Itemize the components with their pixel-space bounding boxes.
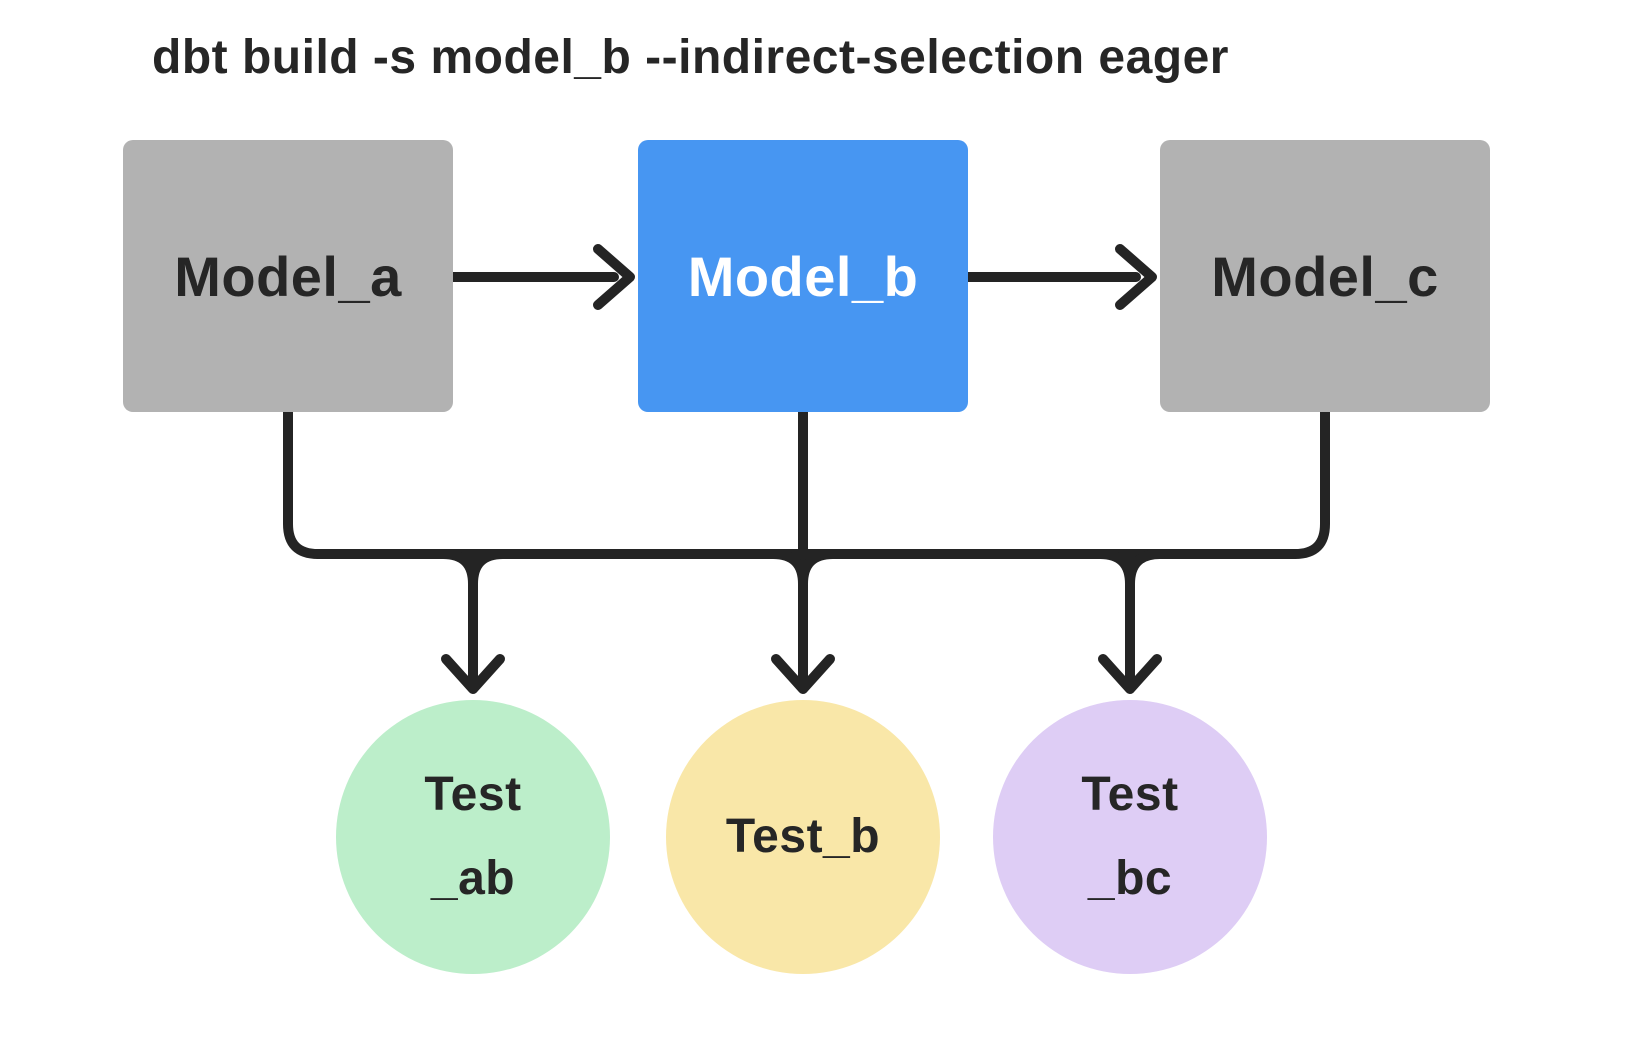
test-b-label-line-1: Test_b — [725, 810, 881, 863]
edge-junction-test-b-left — [768, 549, 808, 589]
node-test-bc: Test _bc — [993, 700, 1267, 974]
edge-model-a-descent — [283, 407, 448, 559]
edge-junction-test-bc-right — [1125, 549, 1165, 589]
test-ab-label-line-2: _ab — [430, 852, 516, 905]
node-test-ab: Test _ab — [336, 700, 610, 974]
model-a-label: Model_a — [174, 244, 402, 308]
model-b-label: Model_b — [687, 244, 919, 308]
command-title: dbt build -s model_b --indirect-selectio… — [152, 31, 1229, 84]
test-bc-label-line-2: _bc — [1087, 852, 1173, 905]
edge-junction-test-ab-right — [468, 549, 508, 589]
test-bc-label-line-1: Test — [1081, 768, 1179, 821]
model-c-label: Model_c — [1211, 244, 1439, 308]
arrowhead-into-test-ab-icon — [441, 654, 505, 694]
test-ab-label-line-1: Test — [424, 768, 522, 821]
arrowhead-into-model-c-icon — [1115, 244, 1157, 310]
node-test-b: Test_b — [666, 700, 940, 974]
arrowhead-into-test-bc-icon — [1098, 654, 1162, 694]
node-model-b: Model_b — [638, 140, 968, 412]
node-model-c: Model_c — [1160, 140, 1490, 412]
node-model-a: Model_a — [123, 140, 453, 412]
test-bc-label: Test _bc — [1081, 753, 1178, 921]
arrowhead-into-test-b-icon — [771, 654, 835, 694]
edge-junction-test-b-right — [798, 549, 838, 589]
edge-model-c-descent — [1290, 407, 1330, 559]
arrowhead-into-model-b-icon — [593, 244, 635, 310]
test-b-label: Test_b — [726, 795, 880, 879]
test-ab-label: Test _ab — [424, 753, 521, 921]
edge-junction-test-ab-left — [438, 549, 478, 589]
edge-junction-test-bc-left — [1095, 549, 1135, 589]
